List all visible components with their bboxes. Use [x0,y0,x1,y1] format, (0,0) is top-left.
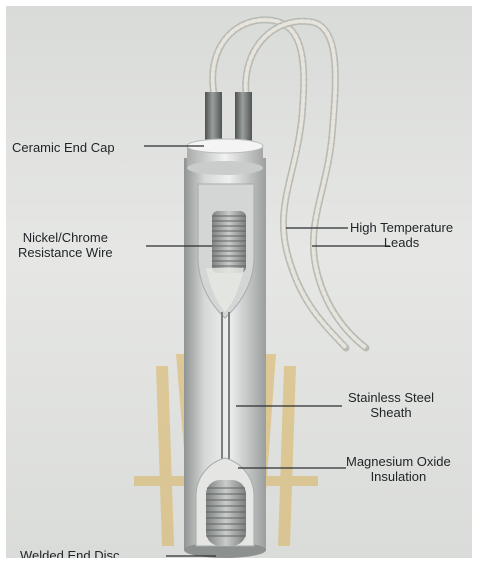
label-high-temperature-leads: High Temperature Leads [350,220,453,250]
leader-lines [144,146,390,556]
label-ceramic-end-cap: Ceramic End Cap [12,140,115,155]
label-text-line1: High Temperature [350,220,453,235]
ceramic-end-cap [187,139,263,175]
label-stainless-steel-sheath: Stainless Steel Sheath [348,390,434,420]
label-text-line2: Leads [350,235,453,250]
label-welded-end-disc: Welded End Disc [20,548,119,558]
label-text: Ceramic End Cap [12,140,115,155]
lower-cutaway [196,458,254,546]
label-text-line1: Stainless Steel [348,390,434,405]
label-text-line2: Resistance Wire [18,245,113,260]
label-text: Welded End Disc [20,548,119,558]
label-text-line2: Insulation [346,469,451,484]
diagram-panel: Ceramic End Cap Nickel/Chrome Resistance… [6,6,472,558]
label-magnesium-oxide-insulation: Magnesium Oxide Insulation [346,454,451,484]
label-nickel-chrome-wire: Nickel/Chrome Resistance Wire [18,230,113,260]
label-text-line2: Sheath [348,405,434,420]
label-text-line1: Magnesium Oxide [346,454,451,469]
label-text-line1: Nickel/Chrome [18,230,113,245]
